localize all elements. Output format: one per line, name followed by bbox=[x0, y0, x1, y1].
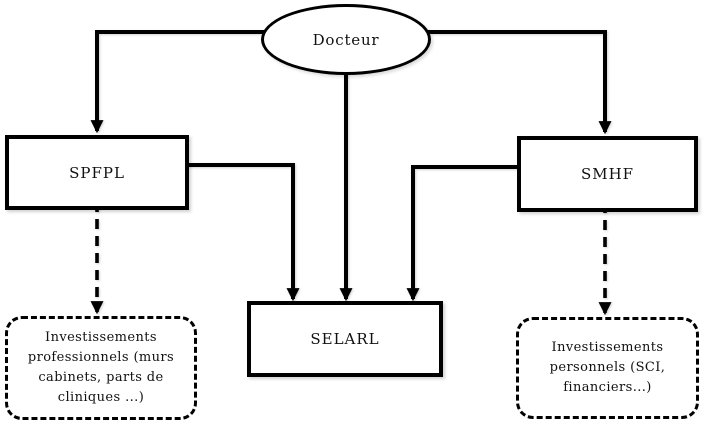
invest-perso-line: financiers...) bbox=[563, 380, 652, 395]
node-investissements-professionnels: Investissements professionnels (murs cab… bbox=[5, 316, 197, 420]
invest-pro-line: professionnels (murs bbox=[27, 350, 175, 365]
edge-docteur-spfpl bbox=[90, 30, 330, 134]
edge-smhf-selarl bbox=[406, 165, 525, 302]
node-selarl: SELARL bbox=[247, 301, 443, 377]
node-smhf-label: SMHF bbox=[580, 165, 635, 183]
invest-perso-line: personnels (SCI, bbox=[549, 360, 666, 375]
node-docteur-label: Docteur bbox=[312, 30, 380, 49]
node-smhf: SMHF bbox=[517, 136, 698, 212]
node-investissements-personnels: Investissements personnels (SCI, financi… bbox=[516, 317, 699, 419]
edge-docteur-smhf bbox=[362, 30, 612, 135]
invest-pro-line: cliniques ...) bbox=[57, 390, 145, 405]
node-spfpl: SPFPL bbox=[5, 135, 189, 210]
invest-pro-line: Investissements bbox=[45, 330, 157, 345]
invest-perso-line: Investissements bbox=[551, 340, 664, 355]
edge-spfpl-selarl bbox=[180, 163, 300, 302]
invest-pro-line: cabinets, parts de bbox=[38, 370, 164, 385]
node-docteur: Docteur bbox=[261, 4, 431, 75]
node-selarl-label: SELARL bbox=[310, 330, 380, 348]
node-spfpl-label: SPFPL bbox=[69, 163, 125, 182]
